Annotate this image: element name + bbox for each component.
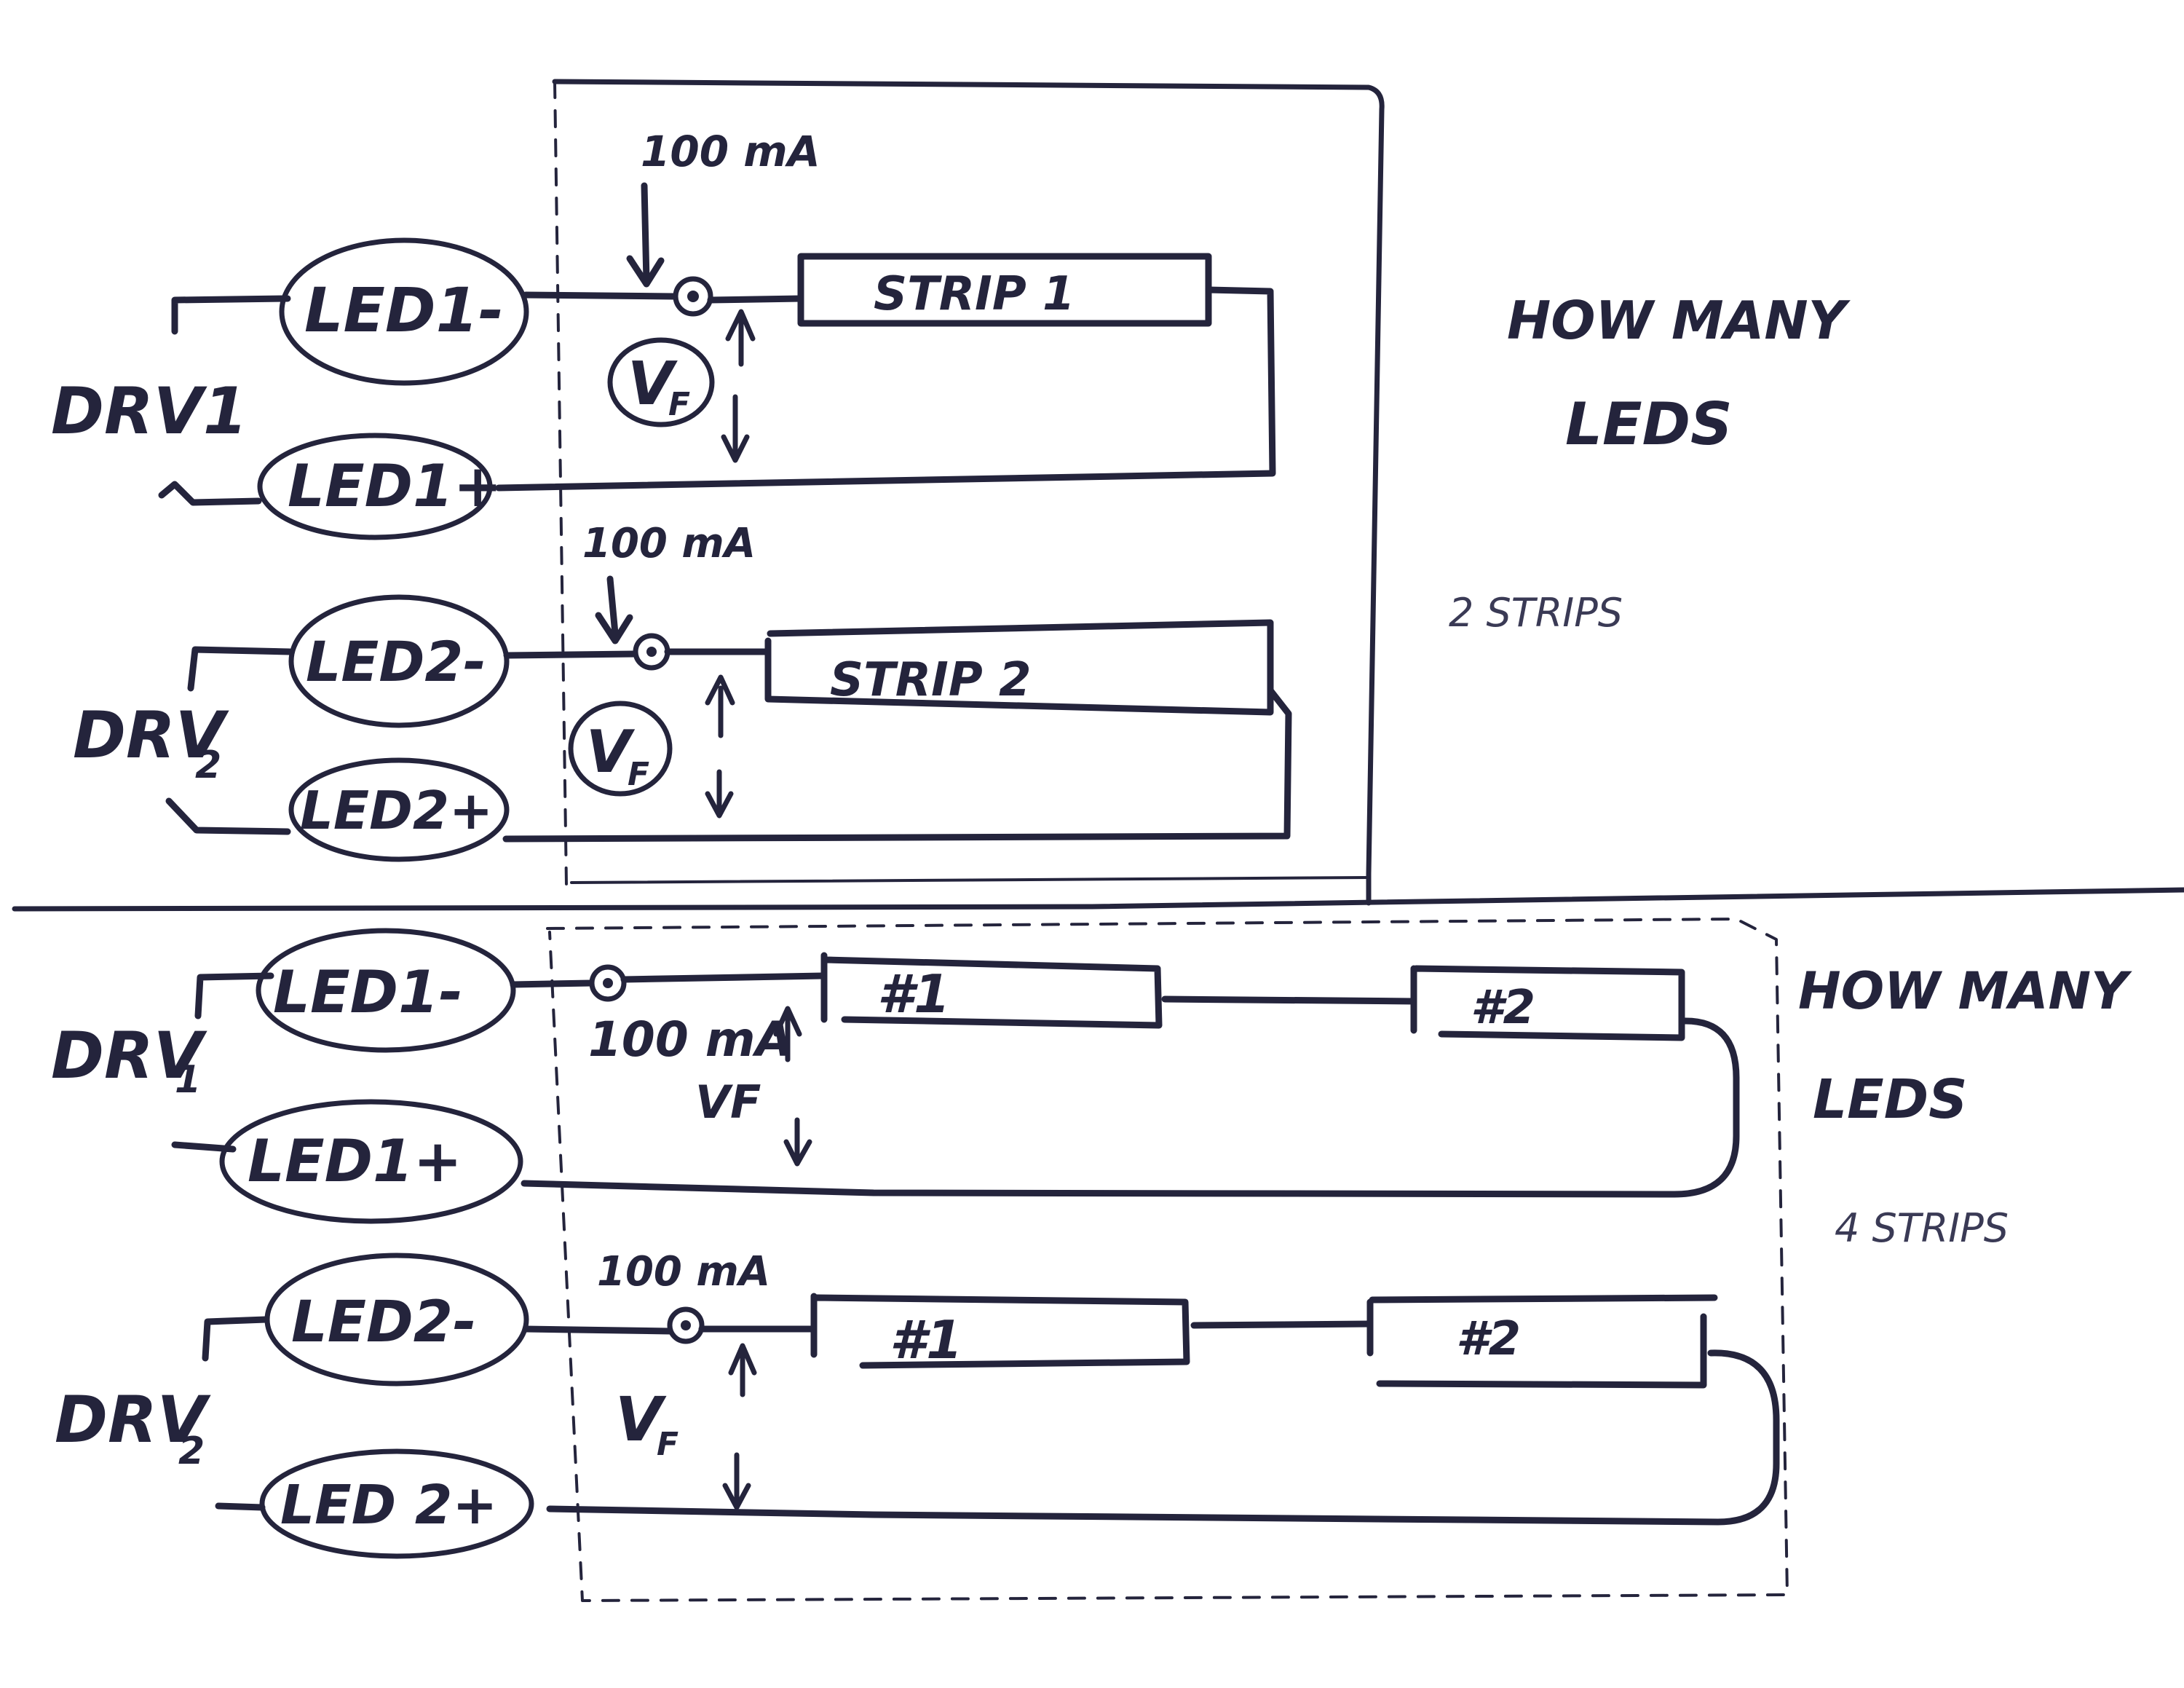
drv2-vf-subscript: F (628, 756, 649, 793)
drv2-vf-symbol: V (586, 718, 636, 786)
strip1-return-wire (495, 286, 1276, 492)
led1-minus-connector (279, 237, 529, 386)
b-drv1-strip-link (1161, 995, 1417, 1005)
drv2-plus-wire (165, 797, 291, 835)
top-enclosure-box-bottom (570, 876, 1370, 884)
strip2-label: STRIP 2 (830, 653, 1032, 707)
bottom-driver1: DRV 1 LED1- LED1+ 100 mA VF #1 #2 (51, 928, 1740, 1224)
drv1-meter-dot (687, 291, 699, 302)
drv1-minus-to-meter (522, 291, 677, 300)
drv2-vf-circle (568, 701, 673, 797)
b-drv1-vf-arrows (773, 1006, 812, 1167)
drv2-current-label: 100 mA (582, 520, 756, 567)
drv1-minus-wire (171, 295, 291, 335)
current-arrow-drv2 (595, 575, 633, 644)
bottom-question-line2: LEDS (1813, 1068, 1967, 1131)
drv1-vf-arrows (721, 309, 756, 463)
b-drv1-vf-label: VF (695, 1076, 761, 1129)
top-driver2: DRV 2 LED2- LED2+ 100 mA STRIP 2 V F (73, 520, 1292, 862)
drv1-current-label: 100 mA (641, 127, 820, 176)
b-drv1-strip1-box (820, 952, 1163, 1029)
b-drv2-meter-node (667, 1306, 705, 1344)
led1-plus-connector (257, 433, 493, 540)
b-drv2-vf-symbol: V (615, 1384, 667, 1455)
b-drv2-label-sub: 2 (178, 1429, 205, 1473)
drv2-label-sub: 2 (195, 744, 221, 787)
b-drv1-strip2-label: #2 (1471, 981, 1535, 1035)
drv1-vf-subscript: F (668, 386, 690, 423)
b-led1-plus-connector (219, 1099, 523, 1224)
b-drv1-return-wire (521, 1017, 1740, 1198)
current-arrow-drv1 (626, 182, 665, 288)
b-drv2-strip2-box (1366, 1294, 1718, 1389)
b-drv2-plus-wire (215, 1502, 266, 1511)
b-led2-minus-connector (264, 1253, 529, 1387)
b-drv1-minus-wire (194, 972, 274, 1019)
b-drv1-meter-dot (603, 978, 613, 988)
top-enclosure-dashed-left (553, 80, 568, 886)
drv1-vf-symbol: V (628, 350, 678, 419)
bottom-section: DRV 1 LED1- LED1+ 100 mA VF #1 #2 DRV (51, 918, 2132, 1602)
top-question-line2: LEDS (1565, 390, 1733, 458)
strip2-box (764, 619, 1274, 716)
drv2-vf-arrows (705, 674, 735, 819)
b-drv1-strip2-box (1410, 965, 1685, 1041)
led2-plus-label: LED2+ (300, 780, 493, 841)
b-led1-minus-connector (256, 928, 516, 1053)
top-enclosure-box (552, 79, 1385, 906)
b-drv1-minus-to-meter (510, 979, 595, 988)
b-drv2-strip-link (1190, 1320, 1372, 1329)
top-section: DRV1 LED1- LED1+ 100 mA STRIP 1 V F DRV (51, 79, 1851, 906)
b-led2-plus-connector (259, 1448, 534, 1559)
b-led1-plus-label: LED1+ (248, 1127, 462, 1195)
b-led1-minus-label: LED1- (273, 958, 463, 1026)
top-question-line1: HOW MANY (1507, 290, 1851, 351)
drv1-vf-circle (607, 337, 715, 427)
b-drv1-meter-to-strip (620, 972, 826, 983)
strip2-return-wire (502, 687, 1292, 843)
b-led2-minus-label: LED2- (291, 1290, 476, 1355)
b-drv2-meter-dot (681, 1320, 691, 1330)
b-drv2-strip1-label: #1 (890, 1309, 962, 1370)
led2-minus-connector (288, 594, 510, 728)
b-drv2-current-label: 100 mA (597, 1248, 770, 1295)
led2-minus-label: LED2- (306, 629, 486, 694)
b-drv1-current-label: 100 mA (588, 1011, 793, 1068)
b-drv1-strip1-label: #1 (877, 963, 950, 1025)
led2-plus-connector (288, 757, 510, 862)
bottom-driver2: DRV 2 LED2- LED 2+ 100 mA V F #1 #2 (55, 1248, 1780, 1559)
b-drv1-label: DRV (51, 1018, 207, 1093)
drv1-meter-node (673, 276, 713, 317)
b-drv2-minus-wire (202, 1316, 269, 1362)
b-drv1-label-sub: 1 (175, 1058, 201, 1102)
b-drv2-label: DRV (55, 1382, 211, 1457)
b-drv2-vf-subscript: F (657, 1426, 678, 1463)
top-note: 2 STRIPS (1449, 590, 1623, 636)
b-drv2-minus-to-meter (522, 1325, 673, 1335)
drv2-label: DRV (73, 698, 229, 773)
b-drv2-return-wire (546, 1349, 1780, 1526)
drv1-meter-to-strip (707, 295, 804, 304)
bottom-note: 4 STRIPS (1835, 1205, 2009, 1251)
top-driver1: DRV1 LED1- LED1+ 100 mA STRIP 1 V F (51, 127, 1276, 540)
drv2-minus-to-meter (503, 650, 638, 659)
b-drv2-strip2-label: #2 (1456, 1312, 1521, 1366)
b-led2-plus-label: LED 2+ (280, 1474, 497, 1537)
led1-minus-label: LED1- (304, 275, 504, 346)
drv2-minus-wire (187, 646, 293, 692)
strip1-label: STRIP 1 (874, 267, 1075, 321)
section-divider (12, 887, 2184, 912)
led1-plus-label: LED1+ (288, 452, 502, 520)
drv1-label: DRV1 (51, 374, 248, 449)
bottom-question-line1: HOW MANY (1798, 961, 2132, 1021)
b-drv2-strip1-box (810, 1293, 1190, 1369)
b-drv1-meter-node (589, 964, 627, 1002)
b-drv2-vf-arrows (722, 1343, 757, 1510)
drv1-plus-wire (158, 481, 262, 506)
drv2-meter-dot (646, 647, 657, 657)
bottom-enclosure-dashed (546, 918, 1789, 1602)
